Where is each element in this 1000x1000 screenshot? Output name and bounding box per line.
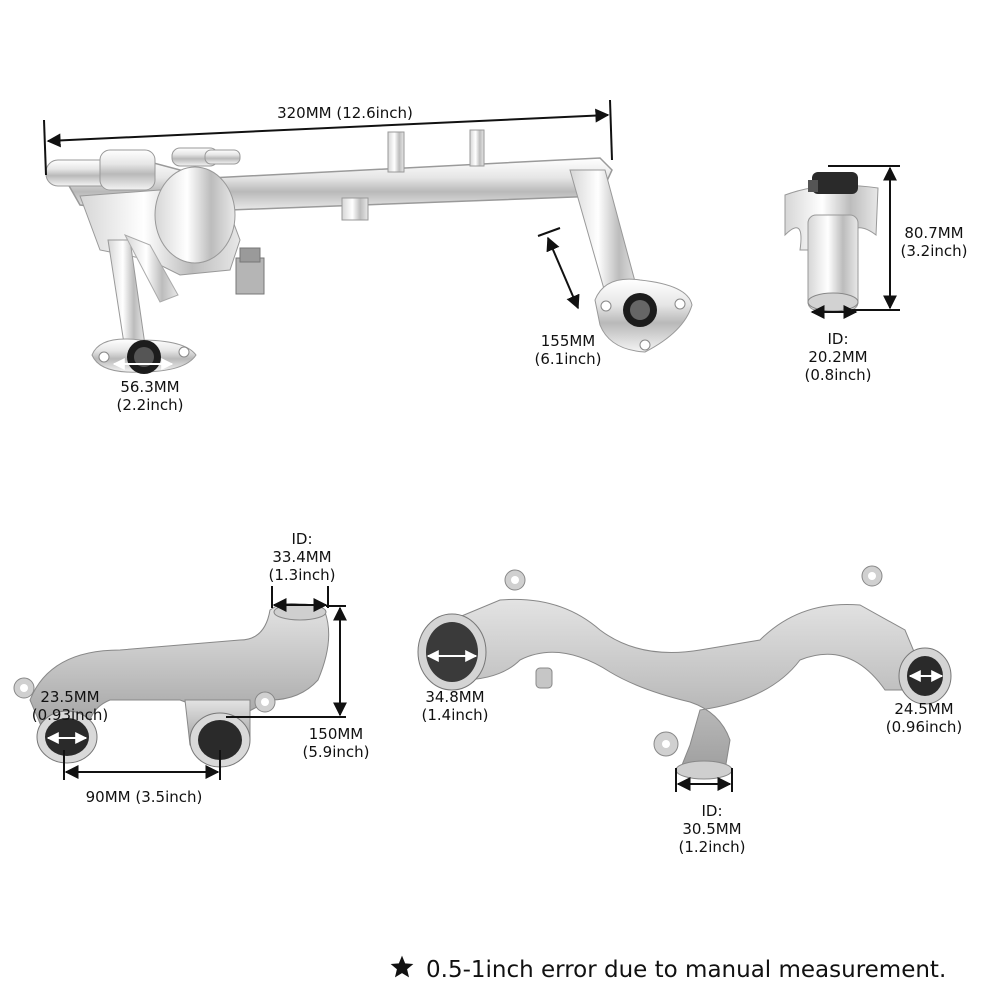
elbow-height-label: 80.7MM (3.2inch) [900, 224, 968, 260]
chrome-elbow [784, 172, 879, 312]
dimension-lines-long-pipe [426, 650, 944, 792]
star-icon [390, 955, 414, 978]
chrome-manifold [45, 129, 693, 374]
top-port-right-label: 155MM (6.1inch) [534, 332, 602, 368]
long-pipe-bottom-id-label: ID: 30.5MM (1.2inch) [678, 802, 746, 856]
dimension-lines-top [43, 99, 613, 370]
dimension-lines-y-pipe [46, 586, 347, 780]
dimension-lines-elbow [810, 165, 900, 319]
measurement-note-text: 0.5-1inch error due to manual measuremen… [426, 957, 947, 983]
y-pipe-height-label: 150MM (5.9inch) [302, 725, 370, 761]
long-pipe-left-port-label: 34.8MM (1.4inch) [421, 688, 489, 724]
top-length-label: 320MM (12.6inch) [277, 104, 413, 122]
cast-y-pipe [13, 603, 330, 768]
y-pipe-left-port-label: 23.5MM (0.93inch) [31, 688, 109, 724]
y-pipe-spacing-label: 90MM (3.5inch) [85, 788, 203, 806]
cast-long-pipe [417, 565, 952, 780]
elbow-id-label: ID: 20.2MM (0.8inch) [804, 330, 872, 384]
y-pipe-top-id-label: ID: 33.4MM (1.3inch) [268, 530, 336, 584]
measurement-note: 0.5-1inch error due to manual measuremen… [388, 954, 946, 985]
top-port-left-label: 56.3MM (2.2inch) [116, 378, 184, 414]
long-pipe-right-port-label: 24.5MM (0.96inch) [885, 700, 963, 736]
